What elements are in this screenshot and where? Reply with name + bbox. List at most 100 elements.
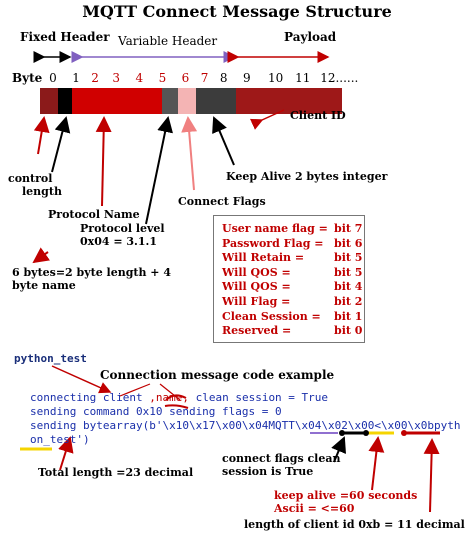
flag-row: Will QOS = bit 4 [222,280,362,295]
control-label-line: control [8,172,53,185]
byte-row-label: Byte [12,71,43,85]
flag-bit: bit 5 [334,265,363,279]
length-arrow [51,116,71,173]
flag-row: Will Retain = bit 5 [222,251,362,266]
byte-num: 0 [49,71,57,85]
byte-num: 12...... [320,71,359,85]
flag-bit: bit 0 [334,324,363,338]
length-label-line: length [22,185,62,198]
byte-name-line: byte name [12,279,76,292]
fixed-header-label: Fixed Header [20,30,110,44]
total-length-note: Total length =23 decimal [38,466,194,479]
byte-name-label: 6 bytes=2 byte length + 4 byte name [12,266,171,292]
flag-row: Will QOS = bit 5 [222,265,362,281]
byte-num: 8 [219,71,228,85]
python-test-arrow [51,365,112,394]
flag-row: Password Flag =bit 6 [222,236,362,252]
code-example-heading: Connection message code example [100,368,335,382]
client-len-arrow [423,438,440,513]
byte-num: 11 [295,71,311,85]
code-name-word: ,name, [149,391,189,404]
dot-3 [401,430,407,436]
flag-name: Will QOS = [222,280,291,294]
flag-row: User name flag = bit 7 [222,222,362,237]
byte-number-row: Byte 0 1 2 3 4 5 6 7 8 9 10 11 12...... [12,67,358,86]
client-id-label: Client ID [290,109,346,122]
protocol-level-label: Protocol level 0x04 = 3.1.1 [80,222,165,248]
flag-name: Reserved = [222,324,292,338]
protocol-level-block [162,88,178,114]
connecting-arrow-b [159,383,181,401]
python-test-label: python_test [14,352,87,365]
client-id-block [236,88,342,114]
byte-num: 6 [181,71,190,85]
note-line: keep alive =60 seconds [274,489,418,502]
keep-alive-label: Keep Alive 2 bytes integer [226,170,388,183]
byte0-block [40,88,58,114]
flag-name: Password Flag = [222,236,324,250]
flag-bit: bit 5 [334,251,363,265]
dot-1 [339,430,345,436]
connect-flags-arrow [181,116,198,191]
client-id-length-note: length of client id 0xb = 11 decimal [244,518,465,531]
control-arrow [33,116,50,155]
byte1-block [58,88,72,114]
protocol-name-arrow [95,116,112,207]
flag-name: Will Retain = [222,251,305,265]
byte-num: 7 [200,71,209,85]
flag-name: Will Flag = [222,294,291,308]
name-scribble [165,394,187,401]
note-line: connect flags clean [222,452,341,465]
flag-row: Will Flag = bit 2 [222,294,362,310]
code-line-3: sending bytearray(b'\x10\x17\x00\x04MQTT… [30,419,461,432]
keep-alive-block [196,88,236,114]
flag-name: User name flag = [222,222,328,235]
code-text: clean session = True [188,391,329,404]
flag-bit: bit 1 [334,309,363,323]
protocol-level-value: 0x04 = 3.1.1 [80,235,158,248]
code-line-2: sending command 0x10 sending flags = 0 [30,405,282,418]
flags-clean-arrow [331,436,346,463]
payload-label: Payload [284,30,337,44]
byte-num: 10 [268,71,284,85]
variable-header-label: Variable Header [118,34,218,48]
client-id-arrow [249,109,285,130]
code-line-1: connecting client ,name, clean session =… [30,391,328,404]
control-length-label: control length [8,172,62,198]
flag-name: Will QOS = [222,265,291,279]
byte-name-arrow [32,247,51,264]
total-length-arrow [58,436,74,471]
byte-num: 3 [112,71,121,85]
code-line-4: on_test') [30,433,90,446]
name-scribble-2 [164,404,189,409]
flag-bit: bit 4 [334,280,363,294]
byte-num: 5 [158,71,167,85]
byte-num: 4 [135,71,144,85]
keep-alive-code-arrow [368,436,385,491]
keep-alive-arrow [212,116,235,166]
flag-row: Clean Session = bit 1 [222,309,362,325]
connect-flags-box: User name flag =bit 7 Password Flag =bit… [213,215,365,343]
byte-name-line: 6 bytes=2 byte length + 4 [12,266,172,279]
flag-name: Clean Session = [222,309,321,323]
connect-flags-block [178,88,196,114]
protocol-level-arrow [145,116,173,225]
dot-2 [363,430,369,436]
flag-row: Reserved = bit 0 [222,324,362,339]
code-text: connecting client [30,391,150,404]
protocol-name-block [72,88,162,114]
flag-bit: bit 7 [334,222,363,235]
diagram-title: MQTT Connect Message Structure [82,2,392,21]
note-line: session is True [222,465,314,478]
note-line: Ascii = <=60 [274,502,355,515]
flag-bit: bit 2 [334,294,363,308]
byte-num: 9 [242,71,251,85]
byte-num: 1 [72,71,80,85]
connect-flags-label: Connect Flags [178,195,266,208]
keep-alive-note: keep alive =60 seconds Ascii = <=60 [274,489,417,515]
flags-clean-note: connect flags clean session is True [222,452,340,478]
byte-num: 2 [91,71,99,85]
protocol-name-label: Protocol Name [48,208,140,221]
protocol-level-line: Protocol level [80,222,165,235]
